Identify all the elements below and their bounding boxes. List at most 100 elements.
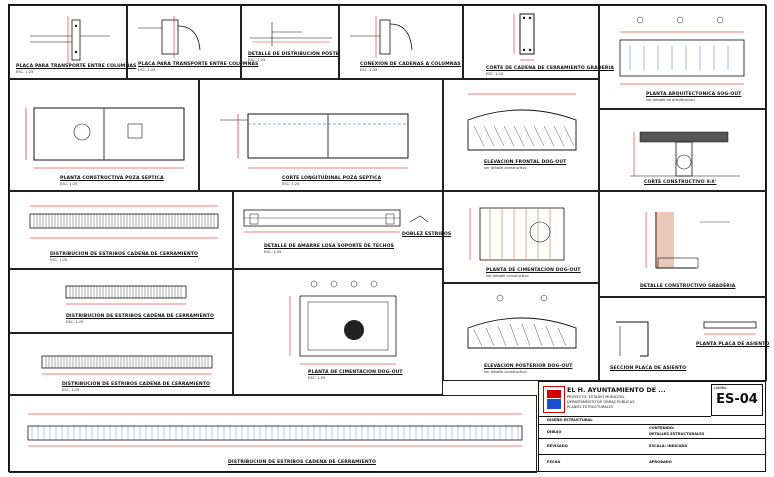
chain-section-drawing: [513, 13, 535, 61]
panel-scale: ESC. 1:25: [282, 182, 300, 186]
panel-title: DISTRIBUCION DE ESTRIBOS CADENA DE CERRA…: [66, 314, 215, 319]
field-content-label: CONTENIDO:: [649, 426, 675, 430]
plan-type-line: PLANOS ESTRUCTURALES: [567, 405, 614, 409]
field-date: FECHA: [547, 460, 561, 464]
panel-p16: DETALLE CONSTRUCTIVO GRADERIA: [599, 191, 767, 297]
field-scale: ESCALA: INDICADA: [649, 444, 688, 448]
panel-title: PLANTA ARQUITECTONICA SOG-OUT: [646, 92, 742, 97]
panel-title: DETALLE DE AMARRE LOSA SOPORTE DE TECHOS: [264, 244, 394, 249]
title-block-row: [539, 454, 765, 455]
panel-scale: ESC. 1:25: [62, 388, 80, 392]
panel-p21: DISTRIBUCION DE ESTRIBOS CADENA DE CERRA…: [9, 333, 233, 395]
sheet-code-label: LAMINA: [714, 386, 727, 390]
panel-scale: ESC. 1:10: [486, 72, 504, 76]
panel-title: ELEVACION POSTERIOR DOG-OUT: [484, 364, 573, 369]
panel-p19: SECCION PLACA DE ASIENTO PLANTA PLACA DE…: [599, 297, 770, 381]
panel-title: DETALLE DE DISTRIBUCION POSTE: [248, 52, 340, 57]
panel-title: PLANTA CONSTRUCTIVA POZA SEPTICA: [60, 176, 164, 181]
slab-tie-drawing: [243, 209, 429, 233]
dogout-elevation-drawing: [467, 93, 577, 151]
panel-p12: DETALLE DE AMARRE LOSA SOPORTE DE TECHOS…: [233, 191, 451, 269]
panel-p6: PLANTA ARQUITECTONICA SOG-OUT ver detall…: [599, 5, 767, 109]
panel-p8: CORTE LONGITUDINAL POZA SEPTICA ESC. 1:2…: [199, 79, 443, 191]
panel-p18: ELEVACION POSTERIOR DOG-OUT ver detalle …: [443, 283, 599, 381]
panel-scale: ESC. 1:25: [264, 250, 282, 254]
sheet-code-box: LAMINA ES-04: [711, 384, 763, 416]
title-block-row: [539, 424, 765, 425]
project-line: PROYECTO: ESTADIO MUNICIPAL: [567, 395, 625, 399]
stirrup-distribution-drawing: [29, 205, 219, 239]
panel-title: CORTE DE CADENA DE CERRAMIENTO GRADERIA: [486, 66, 615, 71]
field-drawing: DIBUJO: [547, 430, 562, 434]
panel-scale: ESC. 1:25: [60, 182, 78, 186]
column-detail-drawing: [30, 16, 110, 64]
sheet-code: ES-04: [716, 392, 758, 407]
panel-scale: ESC. 1:25: [308, 376, 326, 380]
long-beam-drawing: [27, 413, 523, 447]
municipality-name: EL H. AYUNTAMIENTO DE ...: [567, 386, 666, 394]
title-block-row: [539, 438, 765, 439]
post-detail-drawing: [250, 22, 332, 46]
panel-p9: ELEVACION FRONTAL DOG-OUT ver detalle co…: [443, 79, 599, 191]
foundation-plan-drawing: [469, 207, 565, 261]
panel-p5: CORTE DE CADENA DE CERRAMIENTO GRADERIA …: [463, 5, 614, 79]
panel-title: PLANTA DE CIMENTACION DOG-OUT: [486, 268, 581, 273]
stirrup-distribution-drawing-3: [41, 355, 213, 375]
field-design: DISEÑO ESTRUCTURAL: [547, 418, 593, 422]
panel-title: PLACA PARA TRANSPORTE ENTRE COLUMNAS: [138, 62, 259, 67]
stirrup-distribution-drawing-2: [65, 285, 187, 305]
panel-title: DISTRIBUCION DE ESTRIBOS CADENA DE CERRA…: [62, 382, 211, 387]
panel-scale: ESC. 1:25: [66, 320, 84, 324]
seat-plate-drawing: [616, 321, 757, 357]
dogout-plan-drawing: [619, 16, 745, 85]
panel-p4: CONEXION DE CADENAS A COLUMNAS ESC. 1:25: [339, 5, 463, 79]
panel-scale: ESC. 1:25: [360, 68, 378, 72]
field-reviewed: REVISADO: [547, 444, 568, 448]
panel-title: ELEVACION FRONTAL DOG-OUT: [484, 160, 567, 165]
field-approved: APROBADO: [649, 460, 672, 464]
dogout-rear-elevation-drawing: [467, 294, 577, 349]
septic-plan-drawing: [25, 107, 185, 169]
panel-scale: ver detalle constructivo: [486, 274, 529, 278]
grandstand-detail-drawing: [645, 212, 730, 269]
drawing-sheet: PLACA PARA TRANSPORTE ENTRE COLUMNAS ESC…: [8, 4, 770, 473]
title-block: EL H. AYUNTAMIENTO DE ... PROYECTO: ESTA…: [538, 381, 766, 472]
panel-p11: DISTRIBUCION DE ESTRIBOS CADENA DE CERRA…: [9, 191, 233, 269]
panel-title: CORTE LONGITUDINAL POZA SEPTICA: [282, 176, 382, 181]
panel-title: SECCION PLACA DE ASIENTO: [610, 366, 687, 371]
panel-p14: PLANTA DE CIMENTACION DOG-OUT ver detall…: [443, 191, 599, 283]
panel-title: DETALLE CONSTRUCTIVO GRADERIA: [640, 284, 736, 289]
title-block-header: EL H. AYUNTAMIENTO DE ... PROYECTO: ESTA…: [539, 382, 711, 417]
panel-scale: ESC. 1:25: [248, 58, 266, 62]
panel-p14b: PLANTA DE CIMENTACION DOG-OUT ESC. 1:25: [233, 269, 443, 395]
panel-title: DISTRIBUCION DE ESTRIBOS CADENA DE CERRA…: [228, 460, 377, 465]
panel-title: CONEXION DE CADENAS A COLUMNAS: [360, 62, 461, 67]
construction-section-drawing: [630, 131, 740, 177]
panel-p17: DISTRIBUCION DE ESTRIBOS CADENA DE CERRA…: [9, 269, 233, 333]
department-line: DEPARTAMENTO DE OBRAS PUBLICAS: [567, 400, 635, 404]
chain-column-drawing: [350, 16, 413, 58]
panel-title-secondary: DOBLEZ ESTRIBOS: [402, 232, 452, 237]
panel-p10: CORTE CONSTRUCTIVO X-X': [599, 109, 767, 191]
septic-section-drawing: [220, 113, 409, 169]
panel-p2: PLACA PARA TRANSPORTE ENTRE COLUMNAS ESC…: [127, 5, 258, 79]
panel-title: PLANTA DE CIMENTACION DOG-OUT: [308, 370, 403, 375]
dogout-foundation-drawing: [289, 280, 397, 365]
panel-p1: PLACA PARA TRANSPORTE ENTRE COLUMNAS ESC…: [9, 5, 136, 79]
panel-p7: PLANTA CONSTRUCTIVA POZA SEPTICA ESC. 1:…: [9, 79, 199, 191]
panel-title-secondary: PLANTA PLACA DE ASIENTO: [696, 342, 770, 347]
panel-scale: ESC. 1:25: [138, 68, 156, 72]
municipality-logo-icon: [543, 386, 565, 413]
column-plate-drawing: [138, 16, 201, 58]
panel-scale: ESC. 1:25: [16, 70, 34, 74]
panel-scale: ver detalle constructivo: [484, 370, 527, 374]
panel-title: DISTRIBUCION DE ESTRIBOS CADENA DE CERRA…: [50, 252, 199, 257]
panel-p22: DISTRIBUCION DE ESTRIBOS CADENA DE CERRA…: [9, 395, 537, 473]
panel-scale: ver detalle constructivo: [484, 166, 527, 170]
panel-title: CORTE CONSTRUCTIVO X-X': [644, 180, 717, 185]
panel-scale: ver detalle de planificacion: [646, 98, 695, 102]
panel-title: PLACA PARA TRANSPORTE ENTRE COLUMNAS: [16, 64, 137, 69]
panel-scale: ESC. 1:25: [50, 258, 68, 262]
field-content: DETALLES ESTRUCTURALES: [649, 432, 705, 436]
panel-p3: DETALLE DE DISTRIBUCION POSTE ESC. 1:25: [241, 5, 339, 79]
